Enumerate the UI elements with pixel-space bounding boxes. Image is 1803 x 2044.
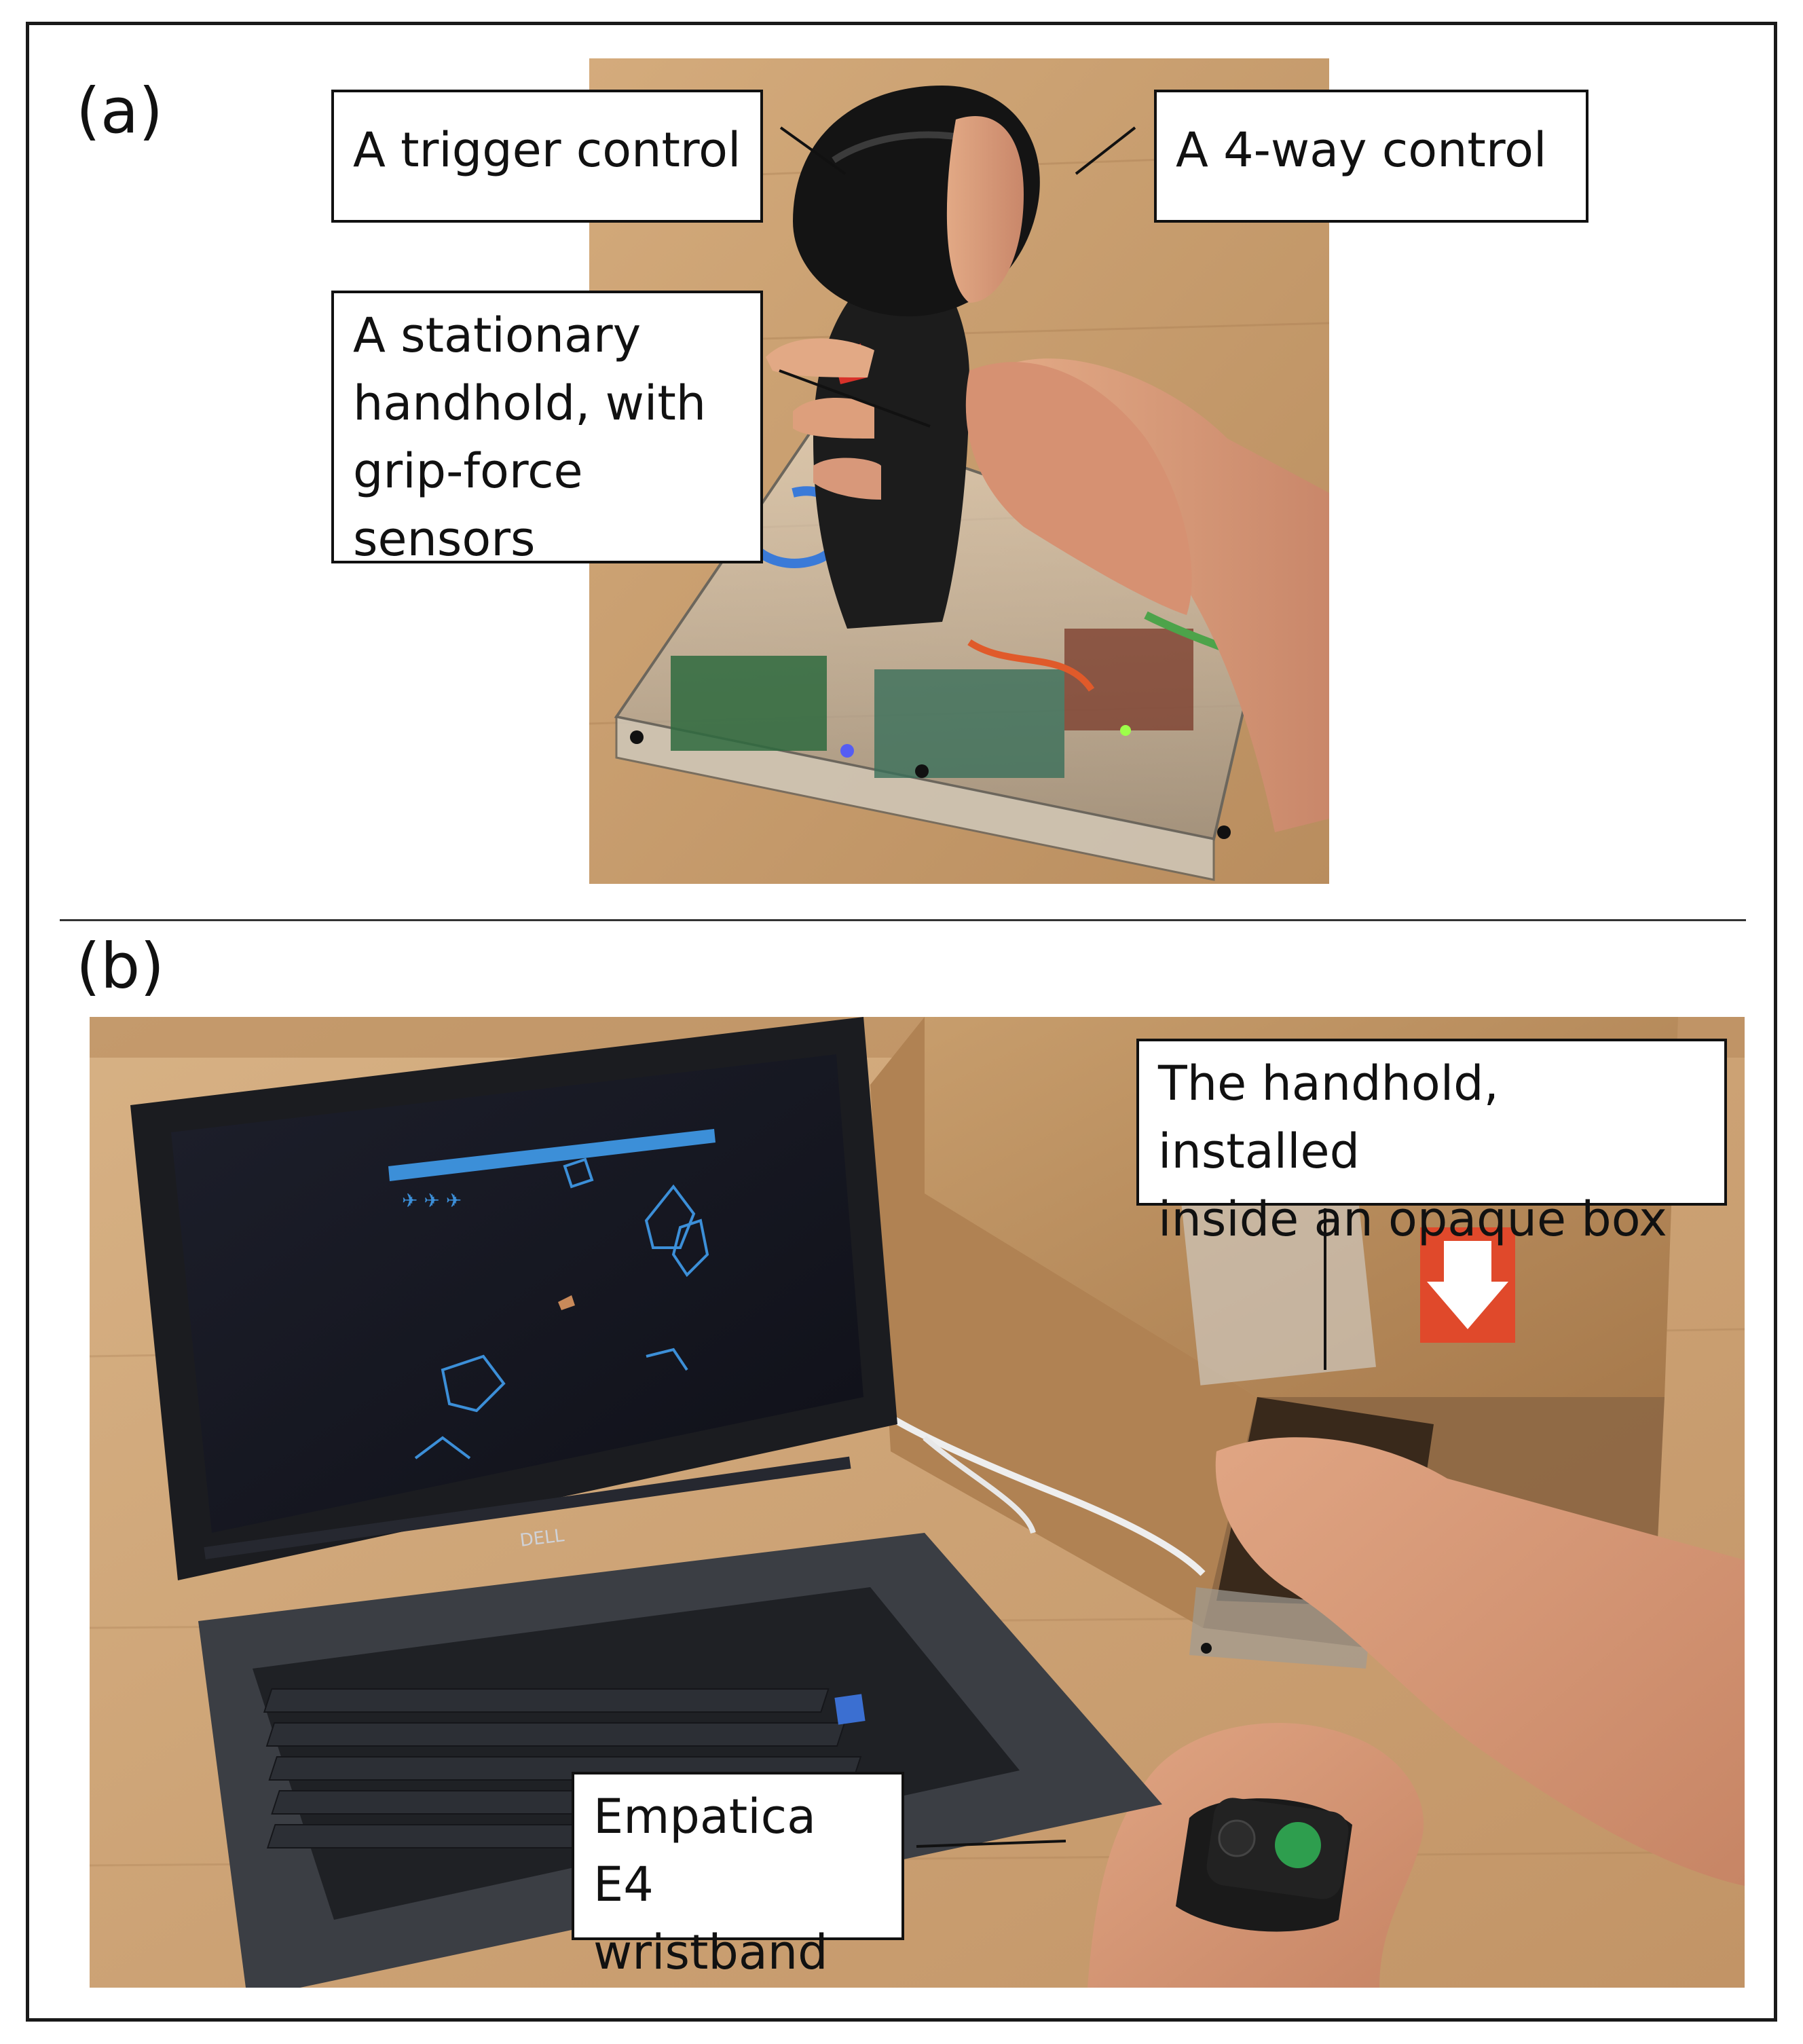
callout-four-way-control: A 4-way control (1154, 90, 1588, 223)
wristband (1176, 1798, 1352, 1932)
game-ship (558, 1295, 575, 1310)
callout-opaque-box: The handhold, installed inside an opaque… (1136, 1039, 1727, 1247)
leader-lines-a (779, 126, 1136, 428)
panel-label-a: (a) (76, 75, 164, 147)
arrow-sticker (1420, 1227, 1515, 1343)
callout-empatica-wristband: Empatica E4 wristband (572, 1772, 904, 1980)
wristband-button (1275, 1822, 1321, 1868)
photo-experiment-setup: ✈ ✈ ✈ DELL (90, 1017, 1745, 1988)
circuit-board (671, 656, 827, 751)
photo-joystick-device (589, 58, 1329, 884)
game-ship-icons: ✈ ✈ ✈ (402, 1189, 462, 1212)
game-asteroids (414, 1157, 709, 1460)
thumb (946, 115, 1024, 303)
laptop-screen (171, 1054, 863, 1533)
panel-label-b: (b) (76, 930, 165, 1003)
callout-stationary-handhold: A stationary handhold, with grip-force s… (331, 291, 763, 567)
right-arm (1215, 1437, 1745, 1886)
game-header-bar (388, 1129, 715, 1181)
panel-divider (60, 919, 1746, 921)
svg-text:✈ ✈ ✈: ✈ ✈ ✈ (402, 1189, 462, 1212)
callout-trigger-control: A trigger control (331, 90, 763, 223)
